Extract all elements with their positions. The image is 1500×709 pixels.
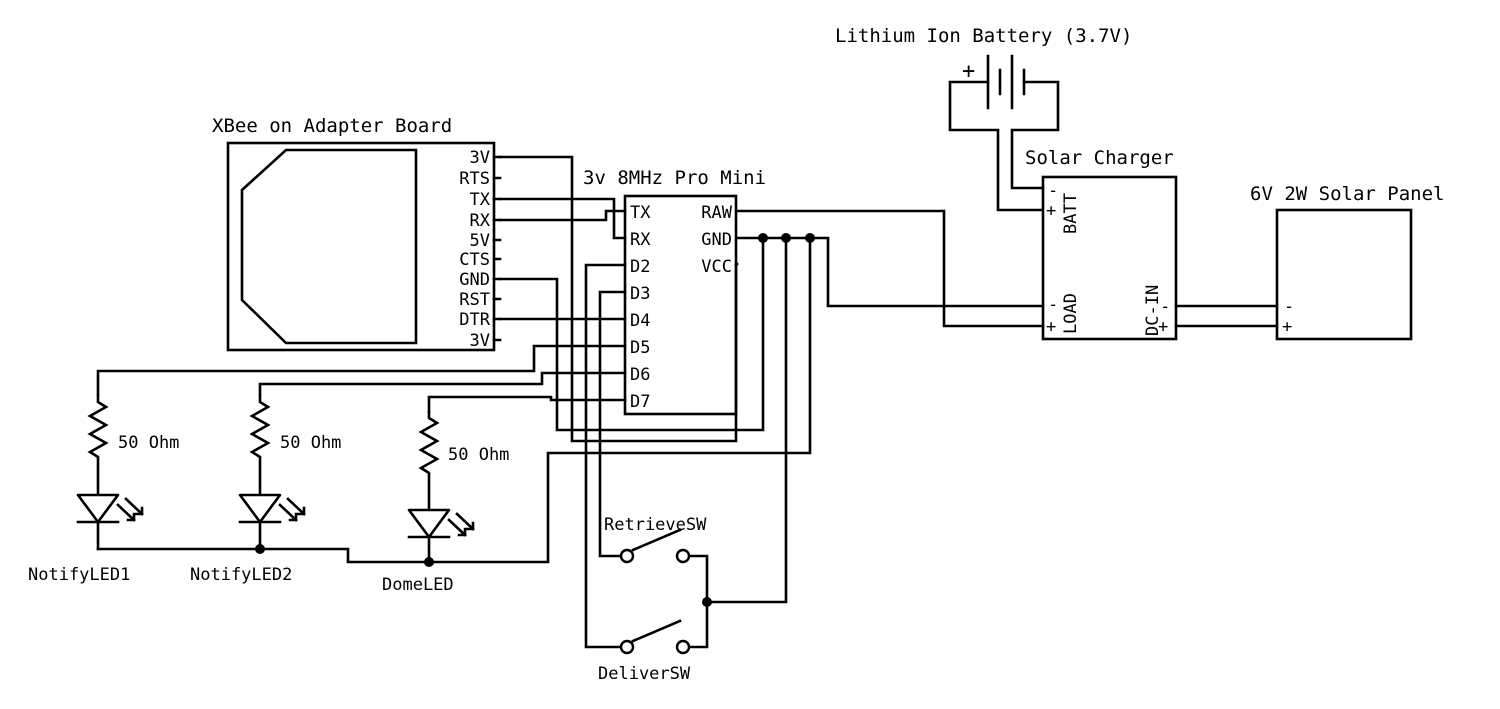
charger-batt-plus: + [1046,201,1056,221]
promini-pin-rx: RX [630,230,651,250]
switches: RetrieveSW DeliverSW [598,515,707,684]
charger-batt-minus: - [1048,181,1058,201]
charger-load-plus: + [1046,317,1056,337]
battery-symbol [948,54,1060,212]
xbee-pin-gnd: GND [459,270,490,290]
xbee-pin-rx: RX [470,211,491,231]
xbee-pin-dtr: DTR [459,310,490,330]
junction-switch-common [702,597,712,607]
solar-panel-plus: + [1282,317,1292,337]
leds: NotifyLED1 NotifyLED2 DomeLED [28,493,475,595]
resistor-3 [418,410,440,512]
led-notifyled1 [76,493,144,551]
charger-load-label: LOAD [1061,293,1081,334]
battery-title: Lithium Ion Battery (3.7V) [835,25,1132,47]
battery-plus-label: + [962,59,975,84]
wire-d2-to-deliversw [584,263,627,649]
xbee-pin-stubs [492,155,502,342]
xbee-adapter-board: XBee on Adapter Board 3V RTS TX RX 5V CT… [212,115,502,352]
pro-mini-board: 3v 8MHz Pro Mini TX RX D2 D3 D4 D5 D6 D7… [583,167,766,416]
wire-d3-to-retrievesw [598,290,627,558]
xbee-pin-cts: CTS [459,250,490,270]
solar-panel-title: 6V 2W Solar Panel [1250,183,1444,205]
charger-load-minus: - [1048,295,1058,315]
notifyled1-label: NotifyLED1 [28,565,130,585]
promini-pin-gnd: GND [701,230,732,250]
promini-pin-d3: D3 [630,284,650,304]
resistor-3-value: 50 Ohm [448,445,509,465]
wire-d6-to-notifyled2 [258,371,627,397]
resistor-1 [87,393,109,497]
junction-gnd-3 [805,233,815,243]
led-2-light-arrows [278,497,306,522]
wire-xbee-3v-to-vcc [498,155,739,443]
deliver-switch [619,619,691,655]
pro-mini-outline [623,194,738,416]
charger-dcin-minus: - [1160,297,1170,317]
resistor-2 [249,393,271,497]
junction-domeled [424,557,434,567]
xbee-title: XBee on Adapter Board [212,115,452,137]
solar-panel-minus: - [1284,297,1294,317]
xbee-pin-labels: 3V RTS TX RX 5V CTS GND RST DTR 3V [459,148,490,351]
xbee-pin-rts: RTS [459,169,490,189]
promini-pin-d7: D7 [630,392,650,412]
xbee-module-outline [240,148,418,345]
xbee-pin-rst: RST [459,290,490,310]
solar-charger-outline [1041,175,1178,341]
xbee-pin-5v: 5V [470,231,490,251]
wire-gnd-bus [735,236,1045,308]
charger-dcin-plus: + [1158,317,1168,337]
wires [96,155,1279,649]
xbee-pin-tx: TX [470,190,491,210]
junction-gnd-2 [781,233,791,243]
wire-gnd-to-leds [96,236,812,564]
led-notifyled2 [238,493,306,551]
retrieve-switch [619,528,691,564]
promini-pin-d5: D5 [630,338,650,358]
wire-gnd-to-switches [705,236,788,604]
xbee-board-outline [226,141,496,352]
xbee-pin-3v-bottom: 3V [470,331,490,351]
wire-xbee-gnd [498,236,765,432]
wire-d7-to-domeled [427,395,627,414]
junction-gnd-1 [758,233,768,243]
charger-dcin-label: DC-IN [1143,285,1163,336]
battery: Lithium Ion Battery (3.7V) + [835,25,1132,212]
xbee-pin-3v-top: 3V [470,148,490,168]
pro-mini-right-pin-labels: RAW GND VCC [701,203,732,277]
wire-d5-to-notifyled1 [96,344,627,397]
solar-charger-title: Solar Charger [1025,147,1174,169]
notifyled2-label: NotifyLED2 [190,565,292,585]
domeled-label: DomeLED [382,575,454,595]
solar-panel-outline [1275,208,1413,341]
charger-batt-label: BATT [1061,193,1081,234]
led-1-light-arrows [116,497,144,522]
promini-pin-vcc: VCC [701,257,732,277]
resistors: 50 Ohm 50 Ohm 50 Ohm [87,393,509,512]
junction-led2 [255,544,265,554]
pro-mini-title: 3v 8MHz Pro Mini [583,167,766,189]
promini-pin-d6: D6 [630,365,650,385]
resistor-1-value: 50 Ohm [118,433,179,453]
wire-xbee-rx-to-tx [498,209,627,222]
wire-xbee-tx-to-rx [498,197,627,240]
promini-pin-raw: RAW [701,203,732,223]
resistor-2-value: 50 Ohm [280,433,341,453]
deliversw-label: DeliverSW [598,664,691,684]
pro-mini-left-pin-labels: TX RX D2 D3 D4 D5 D6 D7 [630,203,651,412]
led-domeled [407,508,475,564]
promini-pin-d4: D4 [630,311,650,331]
junction-dots [255,233,815,607]
promini-pin-tx: TX [630,203,651,223]
battery-leads [948,80,1060,212]
solar-charger: Solar Charger - + BATT - + LOAD DC-IN - … [1025,147,1178,341]
retrievesw-label: RetrieveSW [604,515,707,535]
solar-panel: 6V 2W Solar Panel - + [1250,183,1444,341]
promini-pin-d2: D2 [630,257,650,277]
led-3-light-arrows [447,512,475,537]
wire-raw-to-load-plus [735,209,1045,328]
